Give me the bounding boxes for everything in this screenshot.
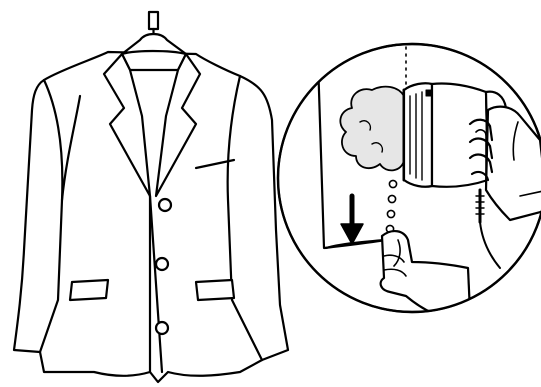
jacket-button xyxy=(156,258,168,270)
jacket-icon xyxy=(14,51,288,382)
jacket-left-pocket xyxy=(70,280,108,300)
jacket-button xyxy=(159,199,171,211)
steam-droplet xyxy=(388,195,395,202)
jacket-button xyxy=(156,322,168,334)
jacket-right-pocket xyxy=(196,280,234,300)
magnifier-circle-icon xyxy=(278,40,541,318)
jacket-collar-back xyxy=(122,51,186,70)
steam-droplet xyxy=(387,210,394,217)
steam-droplet xyxy=(389,180,396,187)
hanger-icon xyxy=(122,12,186,54)
